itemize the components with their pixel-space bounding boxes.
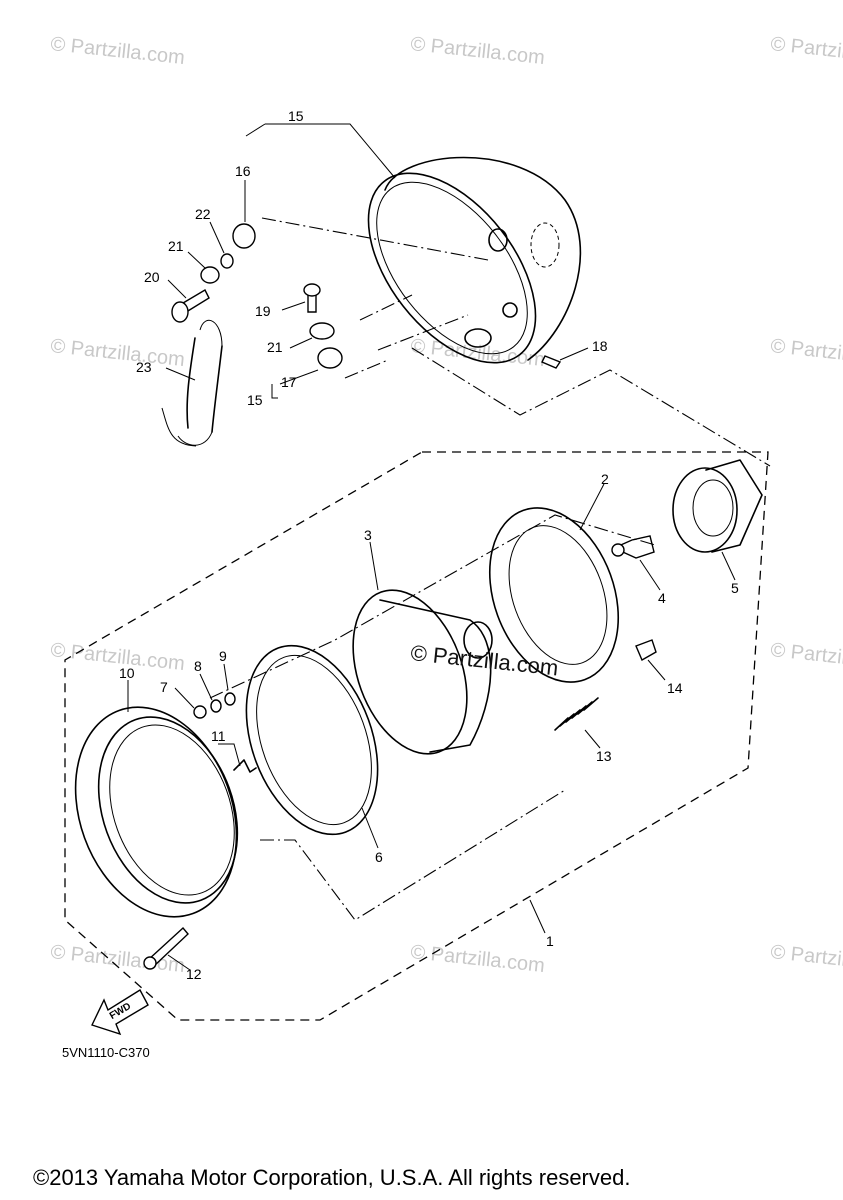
callout-17: 17 (281, 374, 297, 390)
adjust-nut (635, 639, 657, 661)
callout-11: 11 (211, 728, 226, 744)
lens-unit (352, 589, 493, 755)
callout-4: 4 (658, 590, 666, 606)
damper-17 (317, 347, 343, 369)
callout-5: 5 (731, 580, 739, 596)
watermark: © Partzilla.com (769, 941, 843, 977)
callout-16: 16 (235, 163, 251, 179)
callout-15-top: 15 (288, 108, 304, 124)
callout-2: 2 (601, 471, 609, 487)
callout-22: 22 (195, 206, 211, 222)
callout-10: 10 (119, 665, 135, 681)
assembly-chain-lines (209, 514, 656, 921)
wire-harness (161, 319, 223, 447)
watermark: © Partzilla.com (769, 639, 843, 675)
bulb (611, 535, 655, 559)
trim-ring (74, 706, 239, 918)
diagram-code: 5VN1110-C370 (62, 1045, 150, 1060)
watermark: © Partzilla.com (409, 941, 545, 977)
watermark: © Partzilla.com (769, 335, 843, 371)
watermark: © Partzilla.com (409, 33, 545, 69)
screw-12 (143, 926, 189, 970)
washer-8 (210, 699, 222, 713)
assembly-outline (64, 451, 769, 1021)
clip-11 (233, 759, 257, 773)
washer-21-upper (200, 266, 220, 284)
screw-7 (193, 705, 207, 719)
headlight-housing (367, 156, 582, 364)
callout-21-upper: 21 (168, 238, 184, 254)
lens-rim (245, 644, 379, 836)
watermark: © Partzilla.com (769, 33, 843, 69)
copyright-notice: ©2013 Yamaha Motor Corporation, U.S.A. A… (33, 1165, 630, 1190)
callout-23: 23 (136, 359, 152, 375)
callout-15-lower: 15 (247, 392, 263, 408)
callout-19: 19 (255, 303, 271, 319)
collar-22 (220, 253, 234, 269)
callout-18: 18 (592, 338, 608, 354)
washer-21-lower (309, 322, 335, 340)
callout-7: 7 (160, 679, 168, 695)
watermark: © Partzilla.com (49, 335, 185, 371)
damper-16 (232, 223, 256, 249)
watermarks: © Partzilla.com © Partzilla.com © Partzi… (49, 33, 843, 977)
bulb-boot (672, 459, 763, 553)
housing-leader-lines (261, 217, 771, 467)
callout-20: 20 (144, 269, 160, 285)
washer-9 (224, 692, 236, 706)
fwd-arrow: FWD (91, 989, 149, 1036)
callout-12: 12 (186, 966, 202, 982)
callout-8: 8 (194, 658, 202, 674)
callout-leaders (127, 123, 736, 971)
bolt-19 (303, 283, 321, 313)
callouts: 1 2 3 4 5 6 7 8 9 10 11 12 13 14 15 15 1… (119, 108, 739, 982)
callout-13: 13 (596, 748, 612, 764)
spring (554, 697, 599, 731)
callout-9: 9 (219, 648, 227, 664)
callout-21-lower: 21 (267, 339, 283, 355)
watermark: © Partzilla.com (409, 335, 545, 371)
callout-3: 3 (364, 527, 372, 543)
callout-6: 6 (375, 849, 383, 865)
callout-14: 14 (667, 680, 683, 696)
screw-18 (541, 355, 562, 369)
mount-bolt-20 (171, 289, 210, 323)
watermark: © Partzilla.com (49, 33, 185, 69)
callout-1: 1 (546, 933, 554, 949)
